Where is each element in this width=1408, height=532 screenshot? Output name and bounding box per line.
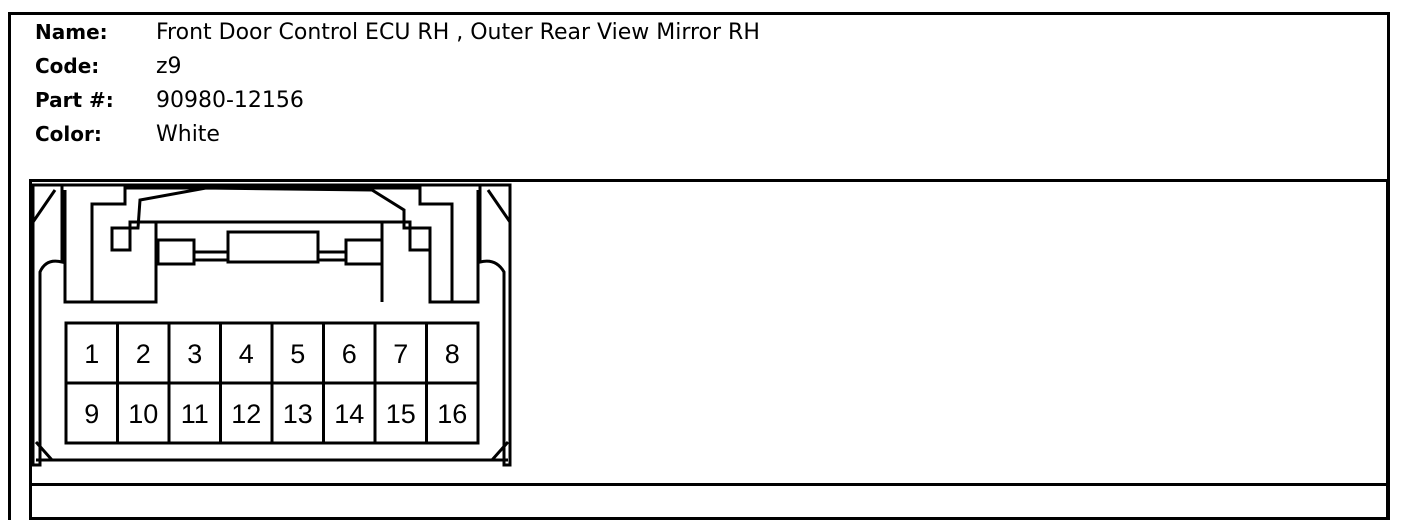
inner-wall-left — [63, 190, 92, 304]
pin-number: 2 — [136, 339, 151, 369]
connector-housing-outer-right — [478, 183, 512, 467]
pin-number: 5 — [290, 339, 305, 369]
pin-cell — [425, 381, 480, 445]
name-label: Name: — [35, 20, 108, 44]
pin-number: 3 — [187, 339, 202, 369]
pin-number: 12 — [231, 399, 261, 429]
footer-bar — [29, 483, 1389, 520]
latch-outline — [90, 186, 454, 304]
connector-bottom-chamfer-left — [34, 441, 54, 461]
latch-inner-right — [380, 220, 430, 302]
connector-top-chamfer-right — [486, 189, 512, 223]
pin-number: 15 — [386, 399, 416, 429]
connector-top-chamfer-left — [31, 189, 57, 223]
pin-number: 6 — [342, 339, 357, 369]
color-value: White — [156, 122, 220, 147]
pin-number: 1 — [84, 339, 99, 369]
pin-number: 7 — [393, 339, 408, 369]
pin-number: 13 — [283, 399, 313, 429]
pin-number: 10 — [128, 399, 158, 429]
part-number-label: Part #: — [35, 88, 114, 112]
inner-wall-right — [452, 190, 480, 304]
name-value: Front Door Control ECU RH , Outer Rear V… — [156, 20, 760, 45]
locking-tab-left — [156, 238, 196, 266]
pin-number: 4 — [239, 339, 254, 369]
connector-bottom-chamfer-right — [490, 441, 510, 461]
code-label: Code: — [35, 54, 100, 78]
color-label: Color: — [35, 122, 102, 146]
part-number-value: 90980-12156 — [156, 88, 304, 113]
code-value: z9 — [156, 54, 182, 79]
locking-tab-right — [344, 238, 384, 266]
connector-housing-outer — [31, 183, 64, 467]
pin-number: 9 — [84, 399, 99, 429]
pin-number: 16 — [437, 399, 467, 429]
pin-number: 14 — [334, 399, 364, 429]
pin-number: 8 — [445, 339, 460, 369]
locking-tab-center — [226, 230, 320, 264]
pin-number: 11 — [181, 399, 209, 429]
